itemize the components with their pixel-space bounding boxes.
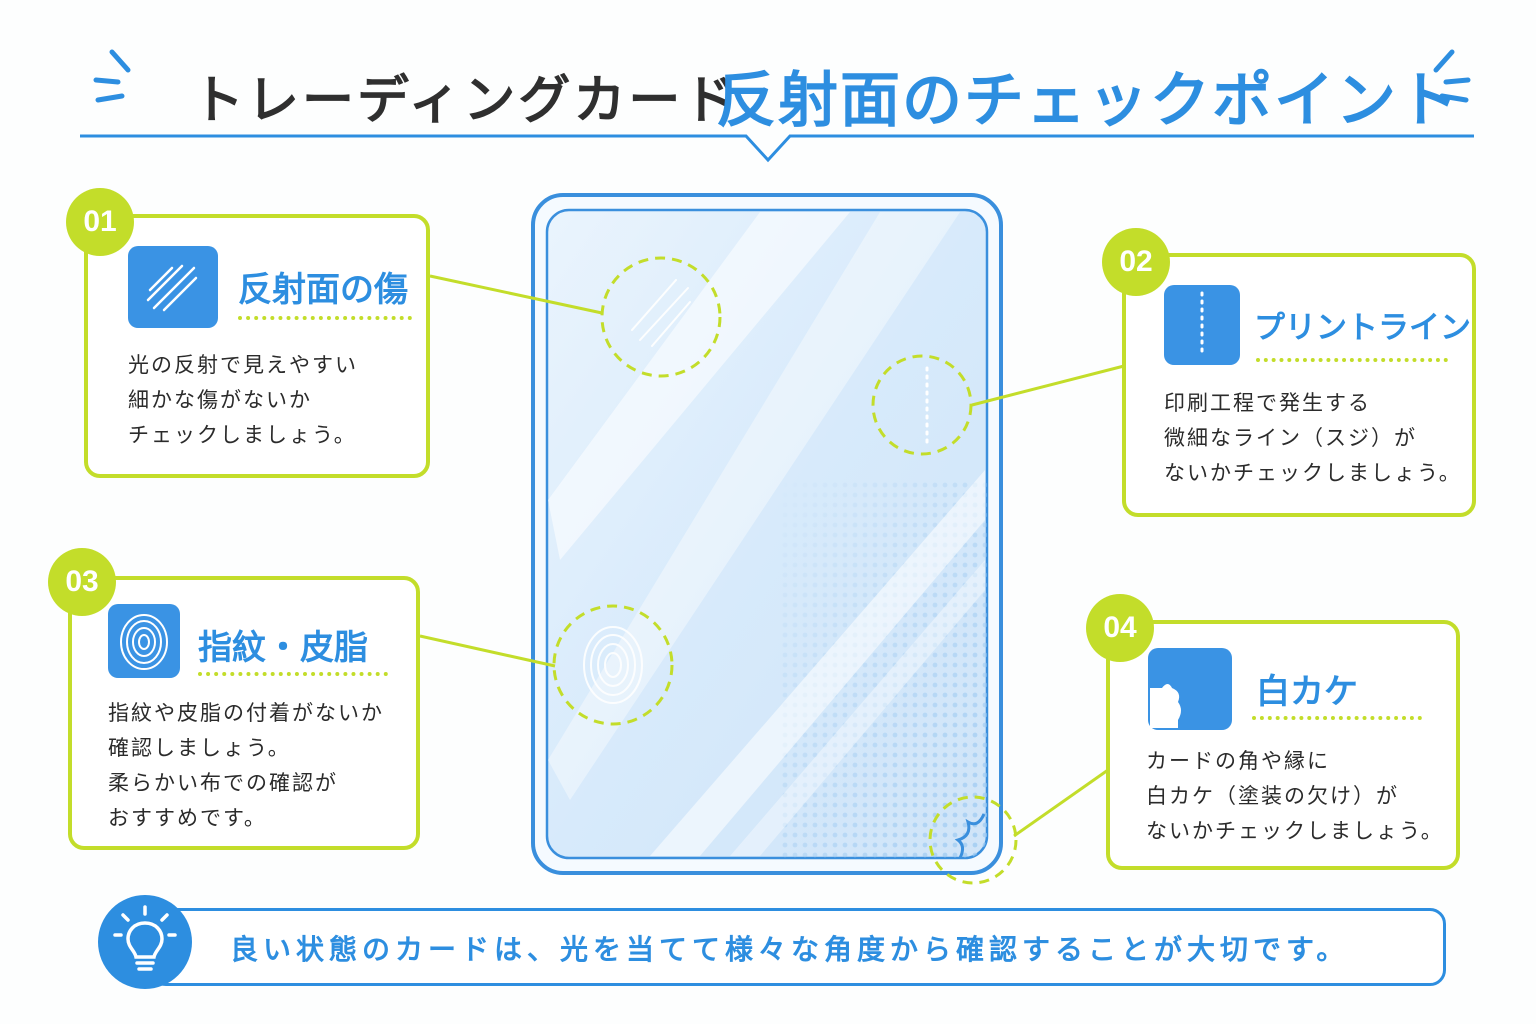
chipped-corner-icon (1148, 648, 1232, 730)
title-underline-04 (1252, 716, 1422, 720)
checkpoint-number-02: 02 (1102, 228, 1170, 296)
checkpoint-number-03: 03 (48, 548, 116, 616)
fingerprint-mark (583, 626, 643, 704)
scratch-marks (631, 279, 691, 347)
page-title-part2: 反射面のチェックポイント (716, 66, 1460, 136)
checkpoint-desc-02: 印刷工程で発生する 微細なライン（スジ）が ないかチェックしましょう。 (1164, 391, 1462, 485)
checkpoint-title-04: 白カケ (1256, 672, 1358, 712)
checkpoint-title-03: 指紋・皮脂 (198, 628, 368, 668)
checkpoint-desc-03: 指紋や皮脂の付着がないか 確認しましょう。 柔らかい布での確認が おすすめです。 (108, 701, 384, 830)
fingerprint-icon (108, 604, 180, 678)
title-underline-01 (238, 316, 412, 320)
connector-lines (419, 274, 1125, 838)
marker-print-line (871, 354, 973, 456)
title-underline-03 (198, 672, 388, 676)
marker-chipped-corner (928, 795, 1018, 885)
card-illustration (531, 193, 1003, 875)
header-sparkle-left (93, 49, 131, 103)
checkpoint-number-04: 04 (1086, 594, 1154, 662)
header-divider (80, 134, 1474, 163)
marker-fingerprint (552, 604, 674, 726)
lightbulb-icon (98, 895, 192, 989)
header-sparkle-right (1433, 49, 1471, 103)
checkpoint-card-04 (1106, 620, 1460, 870)
tip-text: 良い状態のカードは、光を当てて様々な角度から確認することが大切です。 (230, 933, 1350, 966)
checkpoint-title-02: プリントライン (1254, 310, 1471, 346)
checkpoint-card-03 (68, 576, 420, 850)
tip-banner (150, 908, 1446, 986)
page-title-part1: トレーディングカード (192, 71, 739, 131)
title-underline-02 (1256, 358, 1448, 362)
checkpoint-desc-01: 光の反射で見えやすい 細かな傷がないか チェックしましょう。 (128, 353, 358, 447)
print-line-icon (1164, 285, 1240, 365)
checkpoint-number-01: 01 (66, 188, 134, 256)
marker-scratch (600, 256, 722, 378)
checkpoint-title-01: 反射面の傷 (238, 270, 408, 310)
scratch-icon (128, 246, 218, 328)
checkpoint-desc-04: カードの角や縁に 白カケ（塗装の欠け）が ないかチェックしましょう。 (1146, 749, 1444, 843)
chip-mark (954, 813, 986, 859)
